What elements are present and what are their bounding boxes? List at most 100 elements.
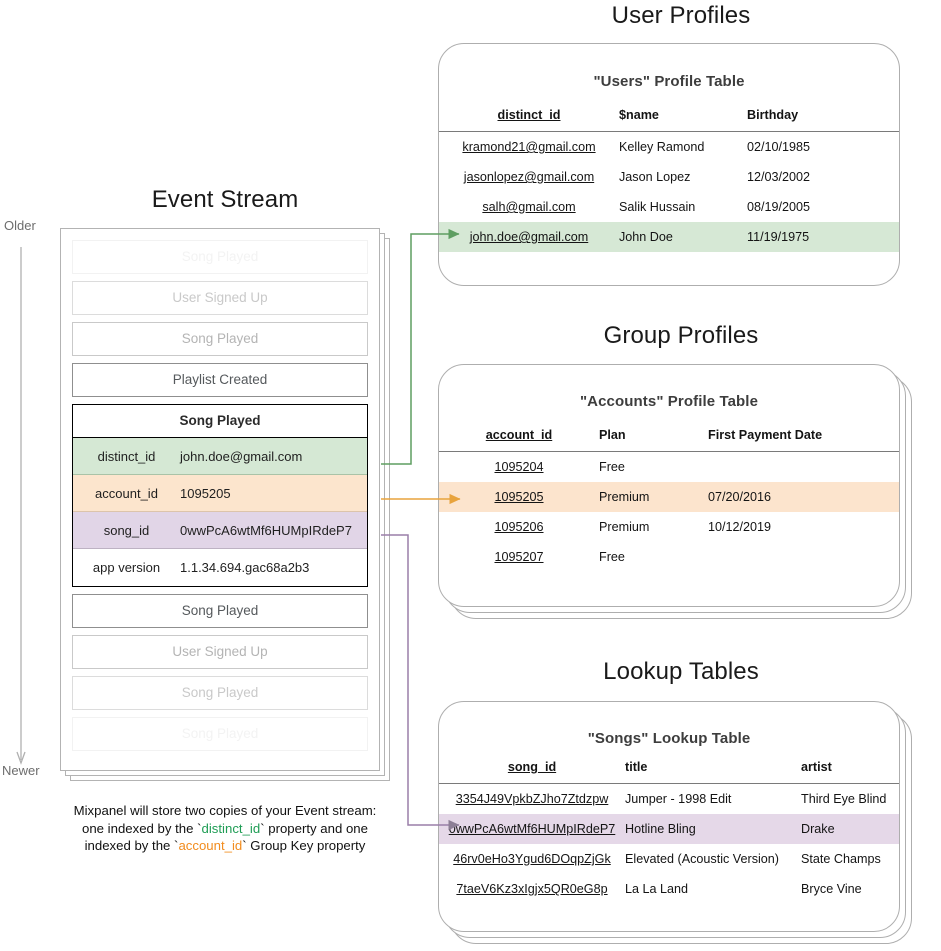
event-property-key: app version	[92, 560, 161, 575]
table-cell: Premium	[599, 520, 650, 534]
event-property-value: 0wwPcA6wtMf6HUMpIRdeP7	[180, 522, 352, 538]
event-pill[interactable]: Song Played	[72, 717, 368, 751]
event-property-row: song_id 0wwPcA6wtMf6HUMpIRdeP7	[73, 512, 367, 549]
table-cell: 1095204	[494, 460, 544, 474]
caption-line-1: Mixpanel will store two copies of your E…	[73, 803, 377, 818]
table-cell: 7taeV6Kz3xIgjx5QR0eG8p	[456, 882, 608, 896]
event-pill[interactable]: User Signed Up	[72, 635, 368, 669]
table-cell: Hotline Bling	[625, 822, 696, 836]
section-title-event-stream: Event Stream	[151, 186, 299, 213]
table-row: salh@gmail.com Salik Hussain 08/19/2005	[439, 192, 899, 222]
row-highlight-band	[439, 482, 899, 512]
table-cell: 10/12/2019	[708, 520, 772, 534]
table-row: jasonlopez@gmail.com Jason Lopez 12/03/200…	[439, 162, 899, 192]
table-cell: Drake	[801, 822, 835, 836]
event-pill[interactable]: User Signed Up	[72, 281, 368, 315]
table-cell: Free	[599, 550, 625, 564]
songs-table-title: "Songs" Lookup Table	[587, 730, 751, 747]
table-cell: 12/03/2002	[747, 170, 811, 184]
table-cell: Elevated (Acoustic Version)	[625, 852, 779, 866]
table-cell: jasonlopez@gmail.com	[463, 170, 595, 184]
table-cell: La La Land	[625, 882, 689, 896]
event-property-key: song_id	[103, 522, 150, 538]
table-cell: Salik Hussain	[619, 200, 696, 214]
table-cell: 1095205	[494, 490, 544, 504]
table-row: 1095206 Premium 10/12/2019	[439, 512, 899, 542]
table-cell: 11/19/1975	[747, 230, 810, 244]
table-row: 7taeV6Kz3xIgjx5QR0eG8p La La Land Bryce Vi…	[439, 874, 899, 904]
column-header: $name	[619, 108, 747, 132]
event-property-value: 1095205	[180, 485, 231, 501]
table-cell: john.doe@gmail.com	[469, 230, 589, 244]
table-cell: Jason Lopez	[619, 170, 691, 184]
column-header: artist	[801, 760, 899, 784]
table-cell: 08/19/2005	[747, 200, 811, 214]
table-cell: 1095207	[494, 550, 544, 564]
time-axis-label-newer: Newer	[2, 763, 40, 778]
table-cell: 1095206	[494, 520, 544, 534]
time-axis-label-older: Older	[4, 218, 36, 233]
table-cell	[708, 452, 899, 483]
table-cell: salh@gmail.com	[482, 200, 576, 214]
event-pill[interactable]: Song Played	[72, 594, 368, 628]
event-pill[interactable]: Song Played	[72, 676, 368, 710]
caption-token-account-id: account_id	[178, 838, 243, 854]
table-cell: Third Eye Blind	[801, 792, 887, 806]
expanded-event-name: Song Played	[73, 405, 367, 438]
table-row: 46rv0eHo3Ygud6DOqpZjGk Elevated (Acoustic…	[439, 844, 899, 874]
event-pill[interactable]: Song Played	[72, 322, 368, 356]
event-pill[interactable]: Song Played	[72, 240, 368, 274]
event-stream-caption: Mixpanel will store two copies of your E…	[38, 802, 412, 855]
table-row: john.doe@gmail.com John Doe 11/19/1975	[439, 222, 899, 252]
table-row: 3354J49VpkbZJho7Ztdzpw Jumper - 1998 Edit…	[439, 784, 899, 815]
column-header: title	[625, 760, 801, 784]
table-cell: 3354J49VpkbZJho7Ztdzpw	[455, 792, 609, 806]
table-row: 1095204 Free	[439, 452, 899, 483]
event-property-key: account_id	[95, 485, 158, 501]
table-cell: Bryce Vine	[801, 882, 862, 896]
event-property-row: distinct_id john.doe@gmail.com	[73, 438, 367, 475]
event-property-row: account_id 1095205	[73, 475, 367, 512]
table-cell: 46rv0eHo3Ygud6DOqpZjGk	[453, 852, 611, 866]
accounts-table-title: "Accounts" Profile Table	[579, 393, 759, 410]
row-highlight-band	[439, 222, 899, 252]
event-property-key: distinct_id	[97, 448, 156, 464]
table-cell: Kelley Ramond	[619, 140, 705, 154]
table-cell: John Doe	[619, 230, 673, 244]
expanded-event-card[interactable]: Song Played distinct_id john.doe@gmail.com…	[72, 404, 368, 587]
table-body: 3354J49VpkbZJho7Ztdzpw Jumper - 1998 Edit…	[439, 784, 899, 905]
time-axis: Older Newer	[0, 218, 58, 788]
table-cell: Premium	[599, 490, 650, 504]
table-cell: Jumper - 1998 Edit	[625, 792, 732, 806]
users-table-title: "Users" Profile Table	[593, 73, 745, 90]
column-header: distinct_id	[439, 108, 619, 132]
caption-line-2: one indexed by the `distinct_id` propert…	[82, 820, 368, 836]
row-highlight-band	[439, 814, 899, 844]
column-header: Plan	[599, 428, 708, 452]
table-cell: Free	[599, 460, 625, 474]
section-title-lookup-tables: Lookup Tables	[603, 658, 759, 685]
event-property-value: john.doe@gmail.com	[180, 448, 303, 464]
event-pill[interactable]: Playlist Created	[72, 363, 368, 397]
column-header: First Payment Date	[708, 428, 899, 452]
